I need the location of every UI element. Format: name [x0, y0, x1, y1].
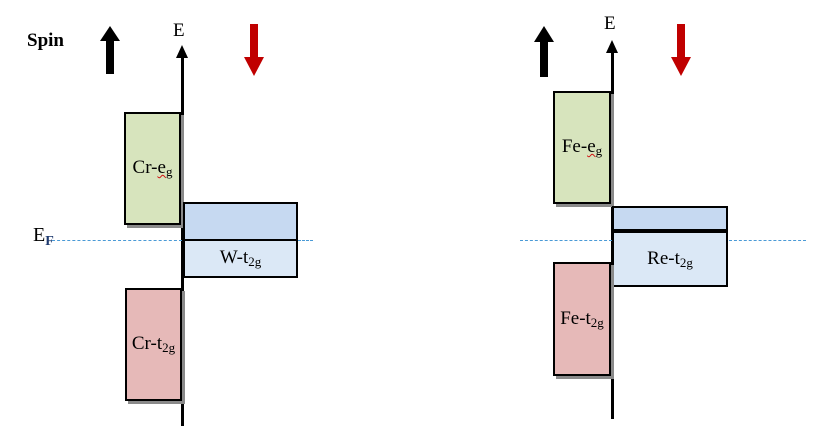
fermi-level-line	[520, 240, 612, 241]
fermi-level-line	[298, 240, 313, 241]
band-fe-eg: Fe-eg	[553, 91, 611, 204]
band-label: Cr-eg	[132, 157, 173, 179]
fermi-level-line	[729, 240, 806, 241]
band-label: W-t2g	[219, 247, 262, 269]
spin-label: Spin	[27, 30, 64, 51]
band-label: Cr-t2g	[131, 333, 176, 355]
energy-axis-label: E	[604, 13, 616, 34]
spin-down-arrow-icon	[244, 24, 264, 76]
band-w-t2g: W-t2g	[183, 239, 298, 278]
band-label: Fe-eg	[561, 136, 603, 158]
energy-axis-label: E	[173, 20, 185, 41]
fermi-level-line	[52, 240, 182, 241]
band-cr-eg: Cr-eg	[124, 112, 181, 225]
band-cr-t2g: Cr-t2g	[125, 288, 182, 401]
band-re-t2g: Re-t2g	[612, 231, 728, 287]
energy-axis	[180, 56, 184, 426]
band-label: Re-t2g	[647, 247, 693, 270]
band-fe-t2g: Fe-t2g	[553, 262, 611, 376]
band-label: Fe-t2g	[560, 307, 604, 330]
fermi-level-label: EF	[33, 224, 54, 249]
spin-up-arrow-icon	[534, 26, 554, 77]
energy-axis-arrowhead-icon	[606, 40, 618, 53]
spin-up-arrow-icon	[100, 26, 120, 74]
spin-down-arrow-icon	[671, 24, 691, 76]
band-re-t2g-top	[612, 206, 728, 231]
band-w-t2g-top	[183, 202, 298, 241]
energy-axis-arrowhead-icon	[176, 45, 188, 58]
